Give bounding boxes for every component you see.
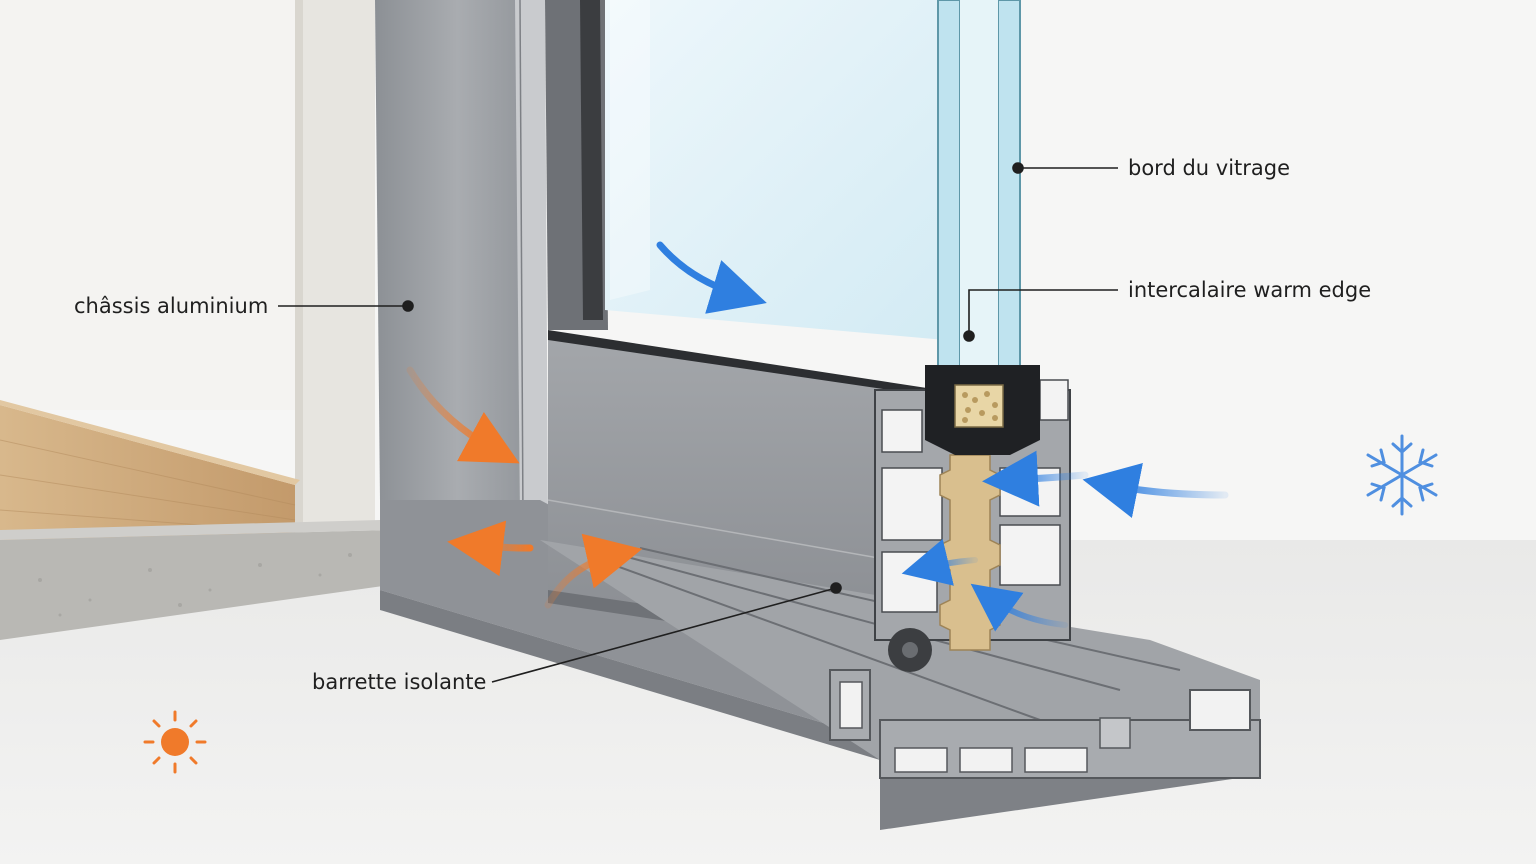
label-thermal-break: barrette isolante	[312, 670, 487, 694]
warm-edge-spacer	[925, 365, 1040, 455]
snowflake-icon	[1366, 434, 1438, 516]
cold-air-flow-arrows	[656, 241, 1229, 632]
wall-plaster-return	[295, 0, 375, 540]
label-glazing-edge: bord du vitrage	[1128, 156, 1291, 180]
concrete-slab	[0, 530, 390, 640]
track-cross-section	[829, 669, 1261, 779]
thermal-break-strip	[939, 454, 1001, 651]
label-aluminium-frame: châssis aluminium	[74, 294, 269, 318]
sun-icon	[143, 710, 207, 774]
double-glazing	[937, 0, 1021, 391]
leader-lines	[278, 162, 1118, 683]
label-warm-edge-spacer: intercalaire warm edge	[1128, 278, 1372, 302]
glass-pane	[605, 0, 945, 340]
warm-heat-flow-arrows	[406, 366, 643, 609]
interior-wall	[0, 0, 295, 410]
